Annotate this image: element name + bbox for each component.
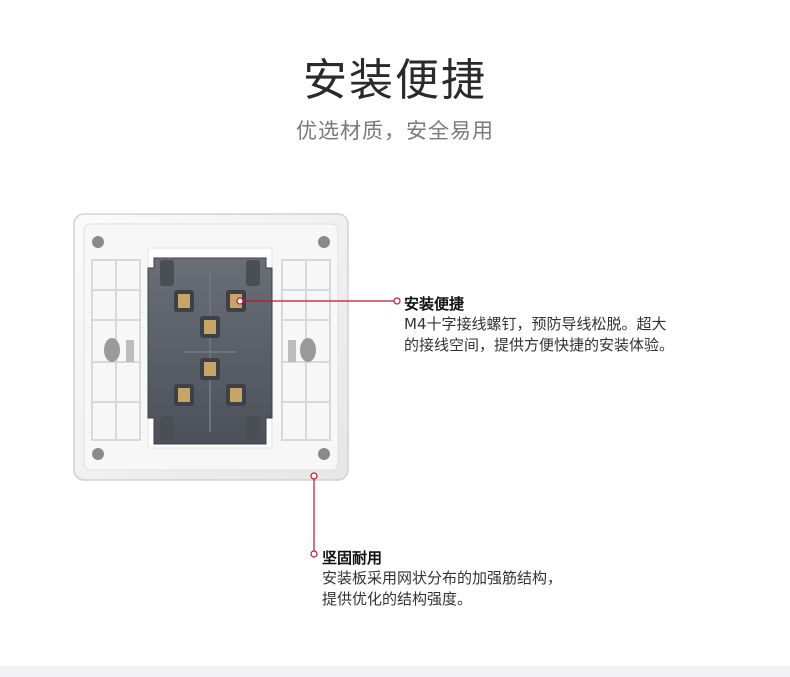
page-subtitle: 优选材质，安全易用 bbox=[296, 119, 494, 143]
callout-line: 安装板采用网状分布的加强筋结构， bbox=[322, 569, 563, 587]
callout-heading: 坚固耐用 bbox=[322, 549, 383, 567]
bottom-band bbox=[0, 666, 790, 677]
screw-terminal-icon bbox=[174, 290, 246, 406]
callout-heading: 安装便捷 bbox=[404, 295, 465, 313]
page-title: 安装便捷 bbox=[303, 55, 487, 106]
callout-line: 提供优化的结构强度。 bbox=[322, 590, 473, 608]
socket-back-image bbox=[73, 213, 349, 481]
callout-durable: 坚固耐用 安装板采用网状分布的加强筋结构， 提供优化的结构强度。 bbox=[322, 548, 662, 610]
callout-easy-install: 安装便捷 M4十字接线螺钉，预防导线松脱。超大 的接线空间，提供方便快捷的安装体… bbox=[404, 294, 764, 356]
callout-line: 的接线空间，提供方便快捷的安装体验。 bbox=[404, 336, 675, 354]
callout-line: M4十字接线螺钉，预防导线松脱。超大 bbox=[404, 315, 667, 333]
